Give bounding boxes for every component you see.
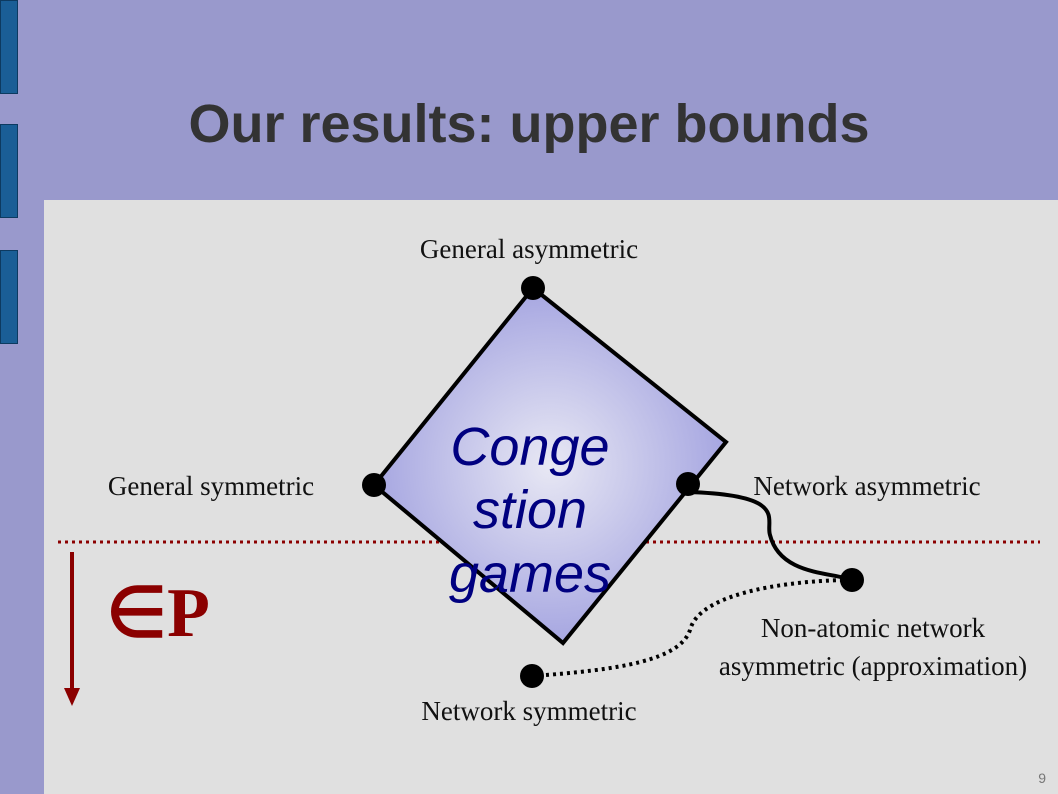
node-general-asymmetric <box>521 276 545 300</box>
curve-network-sym-to-nonatomic <box>531 578 853 678</box>
side-tab-3 <box>0 250 18 344</box>
side-tab-1 <box>0 0 18 94</box>
congestion-diamond <box>371 285 729 646</box>
complexity-label: ∈P <box>106 575 210 652</box>
node-network-asymmetric <box>676 472 700 496</box>
down-arrow-head <box>64 688 80 706</box>
label-network-asymmetric: Network asymmetric <box>753 471 980 501</box>
label-general-symmetric: General symmetric <box>108 471 314 501</box>
label-nonatomic-line-2: asymmetric (approximation) <box>719 651 1027 681</box>
node-network-symmetric <box>520 664 544 688</box>
node-nonatomic <box>840 568 864 592</box>
curve-network-asym-to-nonatomic <box>687 490 853 582</box>
center-label-line-1: Conge <box>450 417 609 477</box>
side-tab-2 <box>0 124 18 218</box>
congestion-diagram: Conge stion games General asymmetric Gen… <box>58 234 1040 726</box>
label-network-symmetric: Network symmetric <box>421 696 636 726</box>
node-general-symmetric <box>362 473 386 497</box>
center-label-line-3: games <box>449 544 611 604</box>
content-area: Conge stion games General asymmetric Gen… <box>44 200 1058 794</box>
label-nonatomic-line-1: Non-atomic network <box>761 613 986 643</box>
slide-title: Our results: upper bounds <box>188 94 870 154</box>
label-general-asymmetric: General asymmetric <box>420 234 638 264</box>
center-label-line-2: stion <box>473 480 587 540</box>
slide-number: 9 <box>1038 770 1046 786</box>
